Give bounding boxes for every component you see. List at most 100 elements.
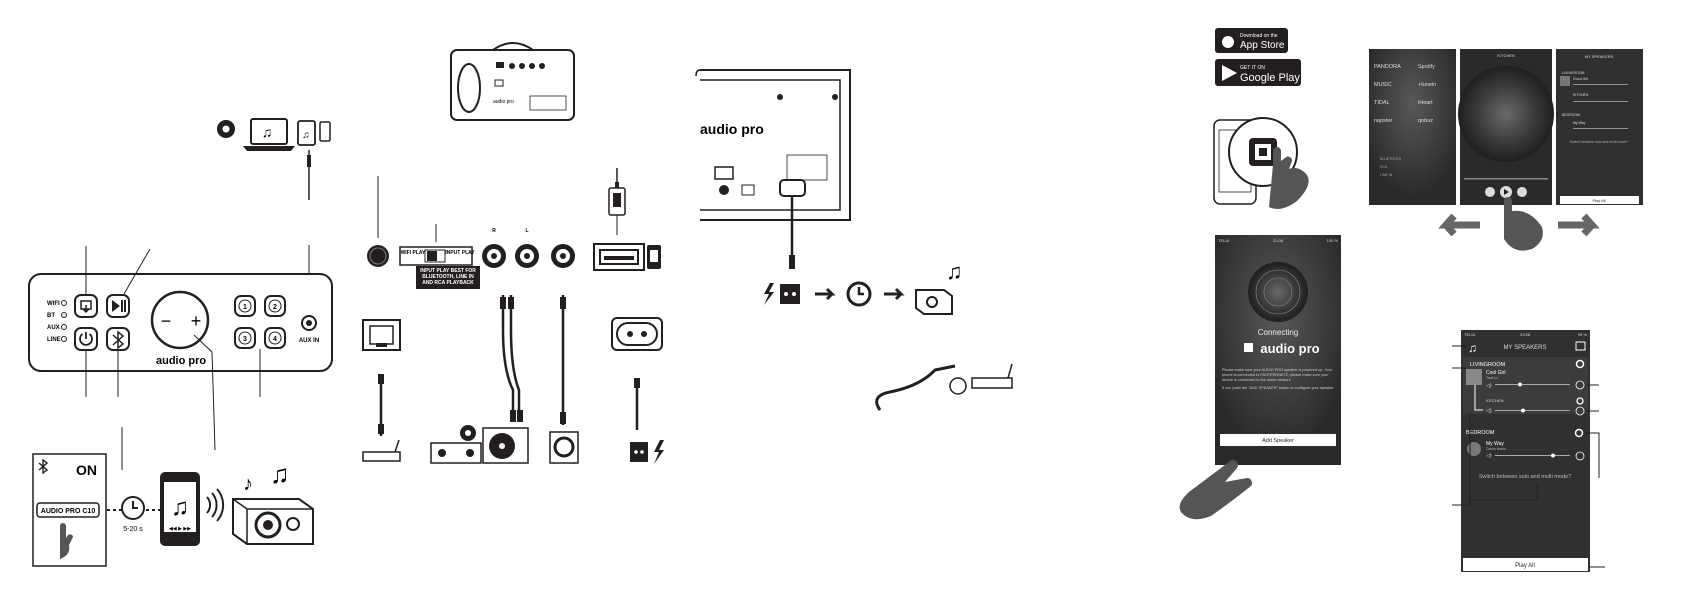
svg-text:Good Girl: Good Girl [1573, 77, 1588, 81]
panel-brand: audio pro [156, 355, 206, 367]
preset-button-2[interactable]: 2 [264, 295, 286, 317]
svg-text:♫: ♫ [302, 130, 310, 141]
volume-down[interactable]: − [161, 311, 172, 331]
switch-input-play: INPUT PLAY [445, 250, 475, 256]
music-menu-icon[interactable]: ♫ [1468, 341, 1477, 355]
svg-text:Play All: Play All [1515, 563, 1535, 569]
laptop-icon: ♫ [243, 118, 295, 151]
preset-button-3[interactable]: 3 [234, 327, 256, 349]
app-store-badge[interactable]: Download on the App Store [1215, 28, 1288, 53]
svg-text:My Way: My Way [1573, 121, 1586, 125]
bt-device-entry[interactable] [36, 502, 100, 518]
volume-slider-bedroom[interactable] [1495, 455, 1570, 456]
svg-text:KITCHEN: KITCHEN [1573, 93, 1589, 97]
swipe-gesture [1438, 197, 1600, 251]
preset-button-1[interactable]: 1 [234, 295, 256, 317]
speaker-rear-view: audio pro [450, 42, 575, 121]
svg-text:RCA: RCA [1380, 165, 1388, 169]
volume-slider[interactable] [1495, 384, 1570, 385]
svg-text:♫: ♫ [946, 259, 963, 284]
svg-text:◁): ◁) [1486, 408, 1492, 414]
switch-note: INPUT PLAY BEST FOR BLUETOOTH, LINE IN A… [420, 268, 476, 286]
power-bolt-icon [654, 440, 664, 464]
svg-text:BEDROOM: BEDROOM [1562, 113, 1580, 117]
play-pause-button[interactable] [106, 294, 130, 318]
svg-text:iHeart: iHeart [1418, 100, 1433, 106]
settings-icon[interactable] [1575, 359, 1585, 369]
connect-body: Please make sure your AUDIO PRO speaker … [1222, 368, 1332, 382]
indicator-aux: AUX [47, 325, 60, 331]
volume-up[interactable]: + [191, 311, 202, 331]
volume-icon: ◁) [1486, 383, 1492, 389]
power-sequence: ♫ [764, 259, 963, 315]
speaker-illustration [232, 498, 314, 545]
svg-text:GET IT ON: GET IT ON [1240, 65, 1265, 71]
speakers-title: MY SPEAKERS [1504, 345, 1547, 351]
bluetooth-button[interactable] [106, 327, 130, 351]
connecting-screen: TELIA 22:08 100 % Connecting audio pro P… [1215, 235, 1341, 465]
svg-text:Calvin Harris: Calvin Harris [1486, 447, 1506, 451]
source-indicators: WIFI BT AUX LINE [47, 300, 67, 343]
amplifier-icon [430, 425, 482, 464]
rca-l-jack[interactable] [515, 244, 539, 268]
svg-text:◀◀ ▶ ▶▶: ◀◀ ▶ ▶▶ [169, 526, 191, 532]
group-icon[interactable] [1575, 380, 1585, 390]
mode-switch[interactable]: WIFI PLAY INPUT PLAY [399, 246, 475, 266]
volume-knob[interactable]: − + [150, 290, 210, 350]
hand-tap-add-icon [1179, 460, 1252, 520]
hand-tap-icon [60, 523, 73, 559]
svg-text:23:58: 23:58 [1520, 332, 1531, 337]
wait-time: 5-20 s [123, 526, 143, 533]
connecting-status: Connecting [1258, 328, 1298, 337]
room-bedroom: BEDROOM [1466, 430, 1495, 436]
google-play-icon [1222, 65, 1237, 81]
aux-in-jack[interactable]: AUX IN [299, 315, 319, 344]
turntable-icon [482, 427, 529, 464]
svg-text:PANDORA: PANDORA [1374, 64, 1401, 70]
svg-text:+tunein: +tunein [1418, 82, 1436, 88]
add-speaker-button[interactable] [1220, 434, 1336, 446]
preset-buttons: 1 2 3 4 [234, 295, 286, 349]
mode-hint: Switch between solo and multi mode? [1479, 474, 1571, 480]
small-speakers-screen: MY SPEAKERS LIVINGROOM Good Girl KITCHEN… [1556, 49, 1643, 205]
sub-out-jack[interactable] [551, 244, 575, 268]
screen-callouts [1452, 345, 1605, 568]
play-all-button[interactable] [1463, 558, 1588, 571]
svg-text:♫: ♫ [262, 124, 273, 140]
rca-r-jack[interactable] [482, 244, 506, 268]
connect-body-2: If not, push the "ADD SPEAKER" button to… [1222, 386, 1335, 390]
switch-wifi-play: WIFI PLAY [401, 250, 426, 256]
svg-text:Google Play: Google Play [1240, 72, 1300, 84]
rear-brand: audio pro [700, 121, 764, 137]
tablet-icon: ♫ [297, 120, 316, 146]
power-socket[interactable] [611, 317, 663, 351]
music-notes-icon: ♫ [270, 459, 290, 489]
power-button[interactable] [74, 327, 98, 351]
bluetooth-icon [38, 458, 49, 475]
svg-text:qobuz: qobuz [1418, 118, 1433, 124]
speaker-top-panel: WIFI BT AUX LINE [28, 246, 333, 470]
volume-slider-kitchen[interactable] [1495, 410, 1570, 411]
cables [378, 295, 640, 436]
svg-text:App Store: App Store [1240, 40, 1285, 51]
preset-button-4[interactable]: 4 [264, 327, 286, 349]
bt-status: ON [76, 462, 97, 478]
svg-text:audio pro: audio pro [493, 99, 514, 105]
google-play-badge[interactable]: GET IT ON Google Play [1215, 59, 1301, 86]
usb-device-top [608, 168, 626, 235]
rca-r-label: R [492, 228, 496, 234]
source-button[interactable] [74, 294, 98, 318]
svg-text:Play All: Play All [1592, 198, 1605, 203]
ethernet-port[interactable] [362, 319, 401, 351]
svg-text:3: 3 [243, 336, 247, 343]
usb-port[interactable] [593, 243, 645, 271]
wall-outlet-icon [630, 440, 664, 464]
ethernet-router-illustration [875, 363, 1013, 411]
bt-device-name: AUDIO PRO C10 [41, 508, 96, 515]
room-kitchen: KITCHEN [1486, 398, 1504, 403]
track-title-1: Cool Girl [1486, 370, 1505, 376]
rear-connectors: WIFI PLAY INPUT PLAY INPUT PLAY BEST FOR… [367, 228, 661, 289]
svg-text:TELIA: TELIA [1464, 332, 1475, 337]
add-speaker-icon[interactable] [1575, 341, 1586, 351]
